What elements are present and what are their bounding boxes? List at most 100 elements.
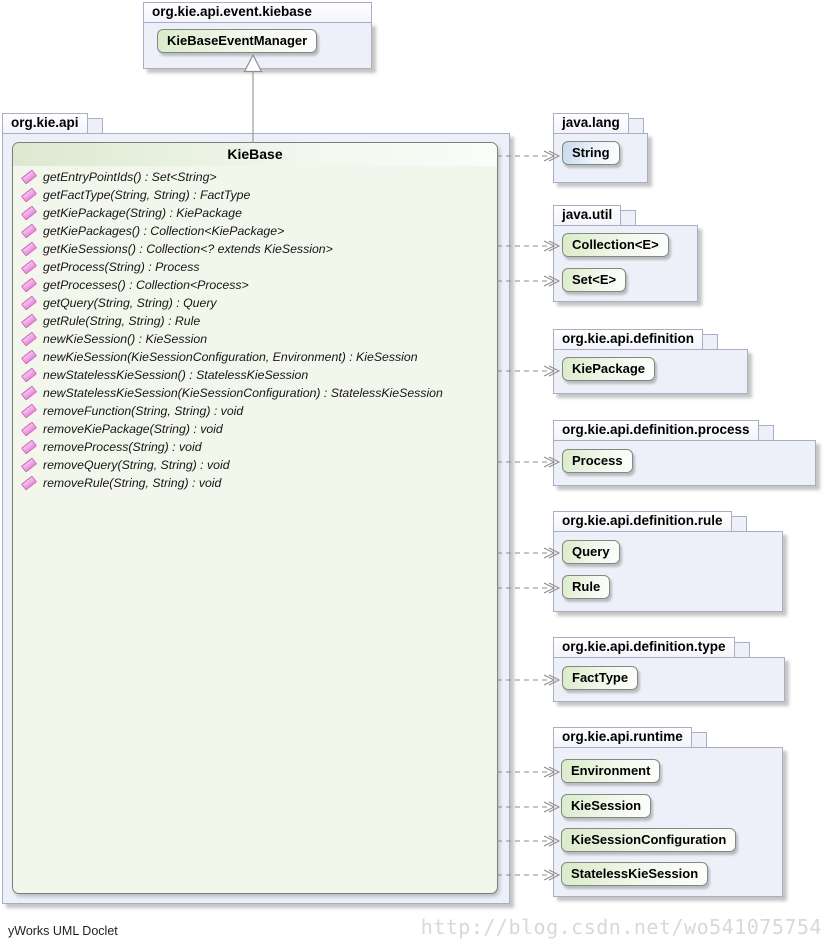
method-item[interactable]: newKieSession() : KieSession: [13, 330, 497, 348]
package-body: KieBaseEventManager: [143, 22, 372, 69]
method-signature: removeProcess(String) : void: [43, 440, 202, 454]
method-signature: removeRule(String, String) : void: [43, 476, 221, 490]
method-item[interactable]: removeProcess(String) : void: [13, 438, 497, 456]
package-org-kie-api: org.kie.api KieBase getEntryPointIds() :…: [2, 113, 510, 904]
method-signature: getKiePackages() : Collection<KiePackage…: [43, 224, 284, 238]
package-tab-step: [88, 118, 103, 134]
method-item[interactable]: getKiePackages() : Collection<KiePackage…: [13, 222, 497, 240]
package-tab-step: [692, 732, 707, 748]
package-tab-step: [759, 425, 774, 441]
class-kiebaseeventmanager[interactable]: KieBaseEventManager: [157, 29, 317, 53]
package-tab-org-kie-api-runtime[interactable]: org.kie.api.runtime: [553, 727, 692, 748]
method-signature: getKieSessions() : Collection<? extends …: [43, 242, 333, 256]
package-body: Collection<E> Set<E>: [553, 225, 698, 302]
method-item[interactable]: getFactType(String, String) : FactType: [13, 186, 497, 204]
method-icon: [21, 242, 37, 257]
method-signature: getQuery(String, String) : Query: [43, 296, 217, 310]
method-item[interactable]: getProcesses() : Collection<Process>: [13, 276, 497, 294]
package-tab-java-util[interactable]: java.util: [553, 205, 621, 226]
class-kiesessionconfiguration[interactable]: KieSessionConfiguration: [561, 828, 736, 852]
method-item[interactable]: removeQuery(String, String) : void: [13, 456, 497, 474]
package-tab-java-lang[interactable]: java.lang: [553, 113, 629, 134]
method-item[interactable]: newStatelessKieSession() : StatelessKieS…: [13, 366, 497, 384]
class-rule[interactable]: Rule: [562, 575, 610, 599]
method-icon: [21, 368, 37, 383]
package-org-kie-api-definition-rule: org.kie.api.definition.rule Query Rule: [553, 511, 783, 612]
package-body: Environment KieSession KieSessionConfigu…: [553, 747, 783, 897]
package-header: org.kie.api.definition.process: [553, 420, 816, 441]
package-org-kie-api-definition-type: org.kie.api.definition.type FactType: [553, 637, 785, 702]
method-signature: getEntryPointIds() : Set<String>: [43, 170, 217, 184]
method-icon: [21, 278, 37, 293]
package-tab-org-kie-api-definition-rule[interactable]: org.kie.api.definition.rule: [553, 511, 732, 532]
class-facttype[interactable]: FactType: [562, 666, 638, 690]
class-set[interactable]: Set<E>: [562, 268, 626, 292]
package-header: org.kie.api.runtime: [553, 727, 783, 748]
class-kiepackage[interactable]: KiePackage: [562, 357, 655, 381]
method-signature: newStatelessKieSession(KieSessionConfigu…: [43, 386, 443, 400]
method-icon: [21, 404, 37, 419]
class-title-kiebase: KieBase: [13, 143, 497, 166]
package-org-kie-api-definition: org.kie.api.definition KiePackage: [553, 329, 748, 394]
class-collection[interactable]: Collection<E>: [562, 233, 669, 257]
method-icon: [21, 422, 37, 437]
package-tab-org-kie-api-definition[interactable]: org.kie.api.definition: [553, 329, 703, 350]
method-icon: [21, 224, 37, 239]
method-item[interactable]: getKieSessions() : Collection<? extends …: [13, 240, 497, 258]
package-tab-org-kie-api-event-kiebase[interactable]: org.kie.api.event.kiebase: [143, 2, 372, 23]
package-header: org.kie.api.definition: [553, 329, 748, 350]
package-tab-org-kie-api-definition-type[interactable]: org.kie.api.definition.type: [553, 637, 735, 658]
package-tab-step: [735, 642, 750, 658]
method-signature: removeFunction(String, String) : void: [43, 404, 243, 418]
method-signature: newStatelessKieSession() : StatelessKieS…: [43, 368, 308, 382]
method-item[interactable]: newKieSession(KieSessionConfiguration, E…: [13, 348, 497, 366]
package-body: String: [553, 133, 648, 183]
method-signature: newKieSession() : KieSession: [43, 332, 207, 346]
method-icon: [21, 332, 37, 347]
method-signature: removeKiePackage(String) : void: [43, 422, 223, 436]
package-tab-step: [703, 334, 718, 350]
package-org-kie-api-event-kiebase: org.kie.api.event.kiebase KieBaseEventMa…: [143, 2, 372, 69]
method-signature: getFactType(String, String) : FactType: [43, 188, 250, 202]
class-environment[interactable]: Environment: [561, 759, 660, 783]
package-header: java.util: [553, 205, 698, 226]
package-tab-org-kie-api-definition-process[interactable]: org.kie.api.definition.process: [553, 420, 759, 441]
package-body: KiePackage: [553, 349, 748, 394]
method-signature: getProcess(String) : Process: [43, 260, 200, 274]
method-item[interactable]: getQuery(String, String) : Query: [13, 294, 497, 312]
package-java-lang: java.lang String: [553, 113, 648, 183]
package-body: Query Rule: [553, 531, 783, 612]
method-item[interactable]: newStatelessKieSession(KieSessionConfigu…: [13, 384, 497, 402]
package-header: org.kie.api.definition.rule: [553, 511, 783, 532]
method-item[interactable]: removeRule(String, String) : void: [13, 474, 497, 492]
package-java-util: java.util Collection<E> Set<E>: [553, 205, 698, 302]
method-item[interactable]: removeKiePackage(String) : void: [13, 420, 497, 438]
package-org-kie-api-definition-process: org.kie.api.definition.process Process: [553, 420, 816, 486]
method-item[interactable]: getRule(String, String) : Rule: [13, 312, 497, 330]
generator-label: yWorks UML Doclet: [8, 924, 118, 938]
method-icon: [21, 458, 37, 473]
class-statelesskiesession[interactable]: StatelessKieSession: [561, 862, 708, 886]
class-query[interactable]: Query: [562, 540, 620, 564]
method-icon: [21, 188, 37, 203]
class-string[interactable]: String: [562, 141, 620, 165]
method-signature: getRule(String, String) : Rule: [43, 314, 200, 328]
method-list: getEntryPointIds() : Set<String> getFact…: [13, 168, 497, 492]
class-kiesession[interactable]: KieSession: [561, 794, 651, 818]
method-icon: [21, 350, 37, 365]
method-icon: [21, 476, 37, 491]
package-org-kie-api-runtime: org.kie.api.runtime Environment KieSessi…: [553, 727, 783, 897]
method-item[interactable]: getEntryPointIds() : Set<String>: [13, 168, 497, 186]
method-signature: removeQuery(String, String) : void: [43, 458, 230, 472]
watermark-url: http://blog.csdn.net/wo541075754: [421, 915, 822, 939]
package-body: Process: [553, 440, 816, 486]
method-item[interactable]: getProcess(String) : Process: [13, 258, 497, 276]
package-tab-org-kie-api[interactable]: org.kie.api: [2, 113, 88, 134]
method-signature: newKieSession(KieSessionConfiguration, E…: [43, 350, 418, 364]
method-item[interactable]: removeFunction(String, String) : void: [13, 402, 497, 420]
package-header: org.kie.api.event.kiebase: [143, 2, 372, 23]
method-item[interactable]: getKiePackage(String) : KiePackage: [13, 204, 497, 222]
class-process[interactable]: Process: [562, 449, 633, 473]
method-icon: [21, 170, 37, 185]
